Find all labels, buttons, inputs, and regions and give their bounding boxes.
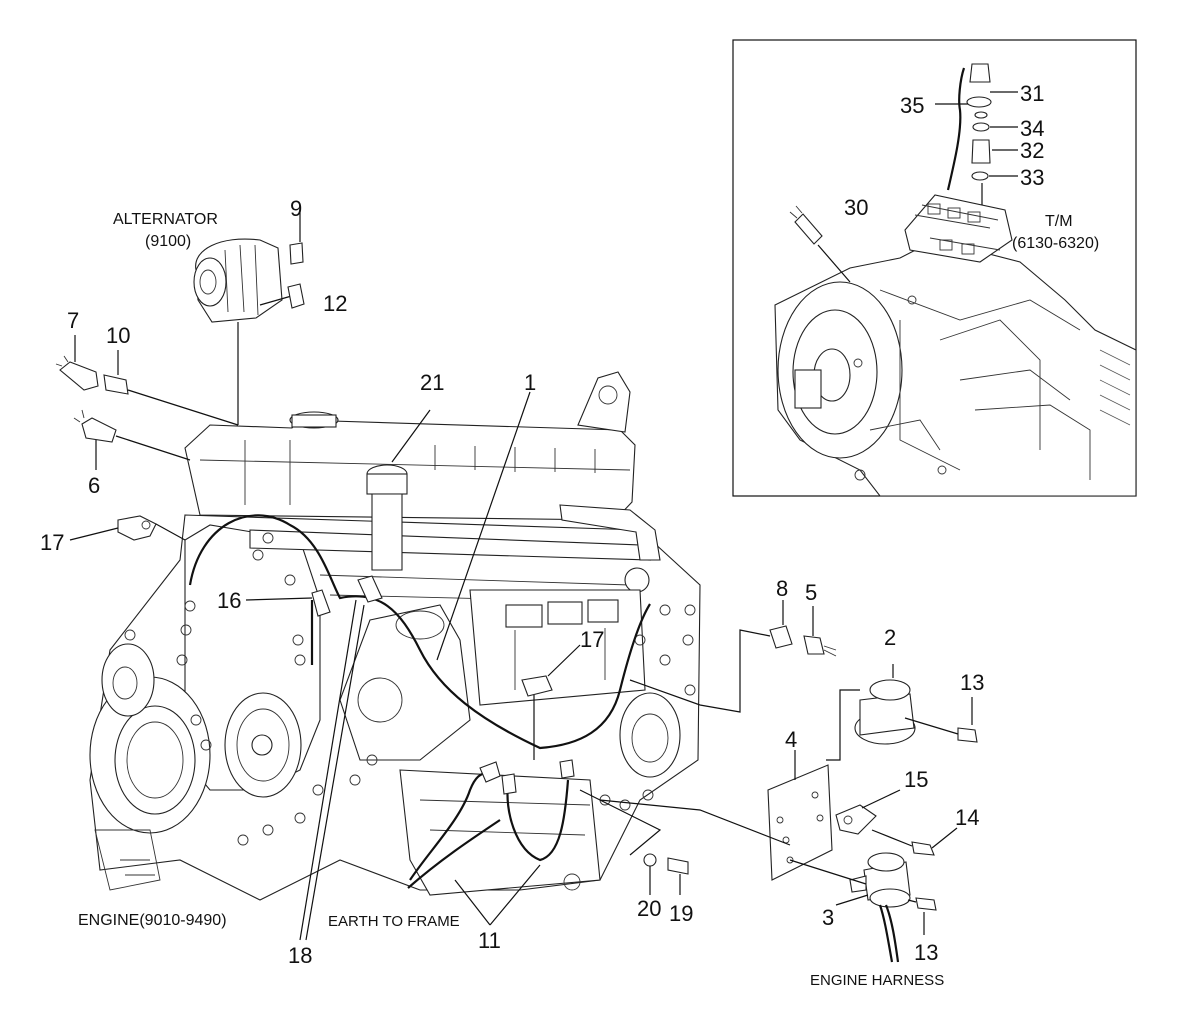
engine-harness-caption: ENGINE HARNESS [810,972,944,989]
callout-3: 3 [822,905,834,930]
callout-32: 32 [1020,138,1044,163]
callout-31: 31 [1020,81,1044,106]
callout-30: 30 [844,195,868,220]
bolt-washer-19-20 [643,853,689,895]
callout-19: 19 [669,901,693,926]
callout-35: 35 [900,93,924,118]
part-21 [366,409,431,571]
tm-code-caption: (6130-6320) [1012,235,1099,252]
callout-9: 9 [290,196,302,221]
callout-11: 11 [478,928,501,953]
alternator [193,238,305,425]
callout-17-left: 17 [40,530,64,555]
clamp-17-left [117,515,186,541]
callout-2: 2 [884,625,896,650]
alternator-code-caption: (9100) [145,233,191,250]
callout-16: 16 [217,588,241,613]
callout-4: 4 [785,727,797,752]
relay-3 [789,852,937,963]
clamp-15 [835,804,935,856]
brackets-16-18 [299,575,383,941]
clamp-17-mid [521,675,553,760]
callout-5: 5 [805,580,817,605]
callout-7: 7 [67,308,79,333]
callout-17-mid: 17 [580,627,604,652]
plate-4 [599,764,833,881]
callout-12: 12 [323,291,347,316]
callout-8: 8 [776,576,788,601]
connectors-5-8 [629,625,837,713]
sensors-left [55,355,239,461]
alternator-caption: ALTERNATOR [113,211,218,228]
relay-2 [826,664,978,761]
callout-6: 6 [88,473,100,498]
earth-straps [407,759,662,889]
callout-15: 15 [904,767,928,792]
engine-caption: ENGINE(9010-9490) [78,912,227,929]
callout-14: 14 [955,805,979,830]
transmission-inset [732,39,1137,497]
callout-33: 33 [1020,165,1044,190]
callout-13-bottom: 13 [914,940,938,965]
engine-drawing [89,371,701,901]
callout-21: 21 [420,370,444,395]
callout-20: 20 [637,896,661,921]
leader-lines [69,210,973,935]
callout-34: 34 [1020,116,1044,141]
callout-1: 1 [524,370,536,395]
callout-13-top: 13 [960,670,984,695]
tm-caption: T/M [1045,213,1073,230]
callout-18: 18 [288,943,312,968]
earth-to-frame-caption: EARTH TO FRAME [328,913,460,930]
callout-10: 10 [106,323,130,348]
